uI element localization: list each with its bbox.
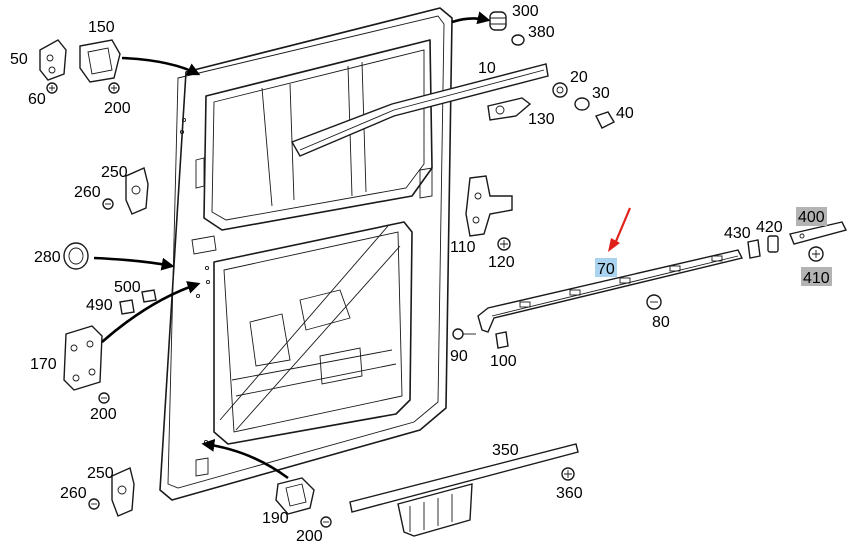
label-150[interactable]: 150	[88, 19, 115, 36]
part-90-screw	[452, 328, 476, 340]
part-130-roller-carriage	[487, 97, 532, 121]
part-260-screw-bottom	[88, 498, 100, 510]
label-80[interactable]: 80	[652, 314, 670, 331]
label-50[interactable]: 50	[10, 51, 28, 68]
part-190-bracket-lower	[275, 477, 315, 515]
part-280-grommet	[63, 242, 89, 270]
label-60[interactable]: 60	[28, 91, 46, 108]
label-350[interactable]: 350	[492, 442, 519, 459]
label-200-mid[interactable]: 200	[90, 406, 117, 423]
part-150-bracket	[79, 39, 121, 83]
part-80-clip	[646, 294, 662, 310]
label-30[interactable]: 30	[592, 85, 610, 102]
part-10-upper-rail	[290, 63, 549, 157]
part-120-screw	[497, 237, 511, 251]
part-20-roller	[552, 82, 568, 98]
part-260-screw-top	[102, 198, 114, 210]
part-410-screw	[808, 246, 824, 262]
part-110-hinge-arm	[465, 175, 513, 237]
selected-part-pointer	[608, 207, 632, 252]
sliding-door-panel	[159, 7, 453, 501]
label-380[interactable]: 380	[528, 24, 555, 41]
label-500[interactable]: 500	[114, 279, 141, 296]
part-300-roller	[489, 11, 507, 31]
label-10[interactable]: 10	[478, 60, 496, 77]
label-260-bottom[interactable]: 260	[60, 485, 87, 502]
label-280[interactable]: 280	[34, 249, 61, 266]
label-410[interactable]: 410	[803, 270, 830, 287]
leader-arrows	[93, 11, 491, 480]
label-200-bottom[interactable]: 200	[296, 528, 323, 545]
part-170-guide-block	[63, 325, 103, 391]
part-40-cap	[595, 111, 615, 129]
part-380-washer	[511, 34, 525, 46]
label-490[interactable]: 490	[86, 297, 113, 314]
part-250-catch-bottom	[111, 467, 135, 517]
label-90[interactable]: 90	[450, 348, 468, 365]
part-200-screw-bottom	[320, 516, 332, 528]
label-170[interactable]: 170	[30, 356, 57, 373]
label-120[interactable]: 120	[488, 254, 515, 271]
part-70-moulding	[477, 249, 744, 333]
label-410-greyed-highlight	[801, 267, 832, 286]
label-20[interactable]: 20	[570, 69, 588, 86]
part-200-screw-mid	[98, 392, 110, 404]
part-30-bushing	[574, 97, 590, 111]
label-200-top[interactable]: 200	[104, 100, 131, 117]
label-300[interactable]: 300	[512, 3, 539, 20]
label-190[interactable]: 190	[262, 510, 289, 527]
part-250-catch-top	[125, 167, 149, 215]
part-430-clip	[747, 239, 761, 259]
label-400-greyed-highlight	[796, 207, 827, 226]
label-70-highlight	[595, 258, 617, 277]
label-40[interactable]: 40	[616, 105, 634, 122]
label-130[interactable]: 130	[528, 111, 555, 128]
label-100[interactable]: 100	[490, 353, 517, 370]
part-60-screw	[46, 82, 58, 94]
label-250-top[interactable]: 250	[101, 164, 128, 181]
label-430[interactable]: 430	[724, 225, 751, 242]
part-500-clip	[141, 289, 157, 303]
part-350-lower-rail	[349, 443, 579, 537]
part-200-screw-top	[108, 82, 120, 94]
part-420-clip	[767, 235, 779, 253]
part-100-clip	[495, 331, 509, 349]
part-360-bolt	[561, 467, 575, 481]
label-110[interactable]: 110	[450, 239, 476, 256]
label-260-top[interactable]: 260	[74, 184, 101, 201]
label-420[interactable]: 420	[756, 219, 783, 236]
label-250-bottom[interactable]: 250	[87, 465, 114, 482]
label-70[interactable]: 70	[597, 261, 615, 278]
part-490-screw	[119, 299, 135, 315]
label-400[interactable]: 400	[798, 209, 825, 226]
part-50-hinge	[39, 39, 67, 81]
label-360[interactable]: 360	[556, 485, 583, 502]
